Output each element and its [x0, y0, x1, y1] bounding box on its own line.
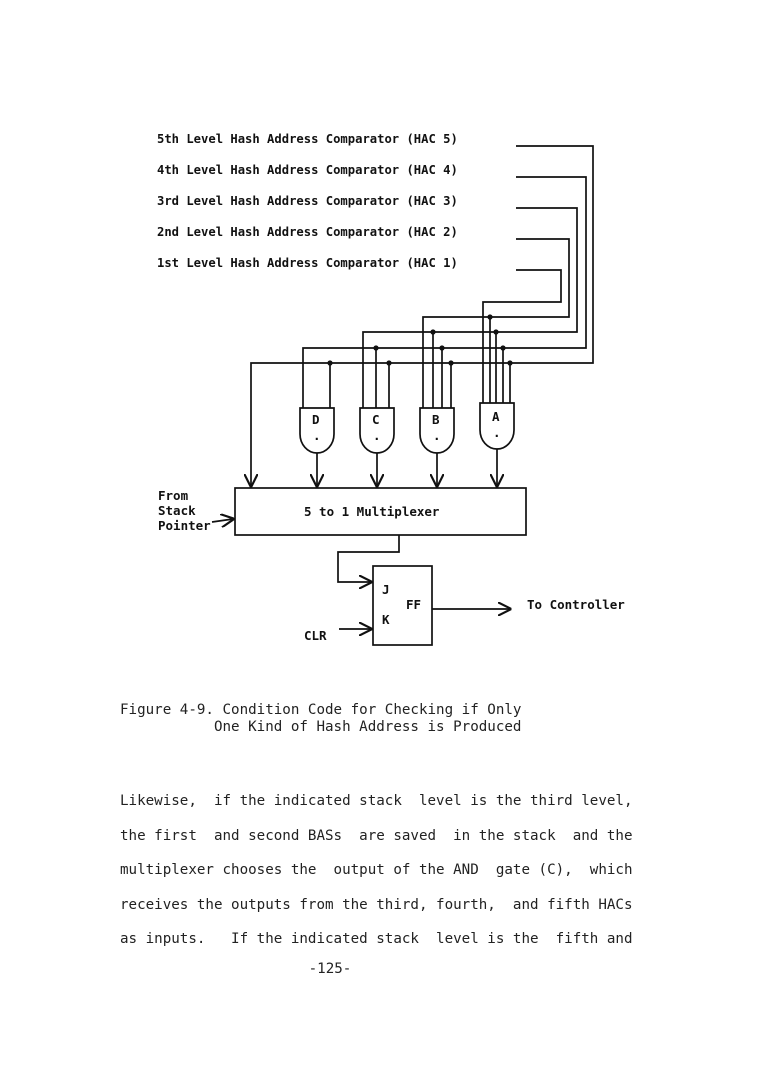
hac1-label: 1st Level Hash Address Comparator (HAC 1…	[157, 256, 458, 270]
body-line: the first and second BASs are saved in t…	[120, 827, 633, 844]
page-number: -125-	[308, 961, 352, 977]
stack-pointer-label-line2: Stack	[158, 503, 196, 518]
junction-dot	[327, 360, 333, 366]
stack-pointer-label-line3: Pointer	[158, 518, 211, 533]
flipflop-box	[372, 565, 433, 646]
body-line: receives the outputs from the third, fou…	[120, 896, 633, 913]
flipflop-label: FF	[406, 597, 421, 612]
junction-dot	[487, 314, 493, 320]
body-line: multiplexer chooses the output of the AN…	[120, 862, 633, 878]
body-line: as inputs. If the indicated stack level …	[120, 931, 633, 947]
caption-line1: Figure 4-9. Condition Code for Checking …	[120, 702, 522, 718]
caption-line2: One Kind of Hash Address is Produced	[120, 719, 522, 735]
gate-b-label: B	[432, 412, 440, 427]
junction-dot	[373, 345, 379, 351]
gate-d-dot: .	[313, 428, 321, 443]
stack-pointer-label-line1: From	[158, 488, 189, 503]
hac3-label: 3rd Level Hash Address Comparator (HAC 3…	[157, 194, 458, 208]
hac5-label: 5th Level Hash Address Comparator (HAC 5…	[157, 132, 458, 146]
junction-dot	[493, 329, 499, 335]
and-gate-d: D .	[299, 407, 335, 486]
stack-pointer-arrow	[211, 519, 233, 522]
body-line: Likewise, if the indicated stack level i…	[120, 793, 633, 809]
junction-dot	[507, 360, 513, 366]
junction-dot	[448, 360, 454, 366]
multiplexer-box	[234, 487, 527, 536]
hac1-wire	[482, 269, 562, 403]
hac5-wire	[251, 145, 594, 486]
circuit-diagram: 5th Level Hash Address Comparator (HAC 5…	[157, 132, 625, 646]
junction-dot	[439, 345, 445, 351]
junction-dot	[430, 329, 436, 335]
gate-c-dot: .	[373, 428, 381, 443]
and-gate-c: C .	[359, 407, 395, 486]
multiplexer-label: 5 to 1 Multiplexer	[304, 504, 440, 519]
hac2-label: 2nd Level Hash Address Comparator (HAC 2…	[157, 225, 458, 239]
figure-caption: Figure 4-9. Condition Code for Checking …	[120, 702, 521, 736]
junction-dot	[386, 360, 392, 366]
gate-a-dot: .	[493, 425, 501, 440]
flipflop-k-label: K	[382, 612, 390, 627]
hac4-label: 4th Level Hash Address Comparator (HAC 4…	[157, 163, 458, 177]
gate-b-dot: .	[433, 428, 441, 443]
junction-dot	[500, 345, 506, 351]
hac2-wire	[422, 238, 570, 408]
clr-label: CLR	[304, 628, 327, 643]
hac4-wire	[302, 176, 587, 408]
gate-c-label: C	[372, 412, 380, 427]
mux-output-wire	[337, 535, 400, 582]
body-paragraph: Likewise, if the indicated stack level i…	[120, 784, 680, 957]
controller-label: To Controller	[527, 597, 625, 612]
hac3-wire	[362, 207, 578, 408]
flipflop-j-label: J	[382, 582, 390, 597]
gate-d-label: D	[312, 412, 320, 427]
and-gate-b: B .	[419, 407, 455, 486]
gate-a-label: A	[492, 409, 500, 424]
and-gate-a: A .	[479, 402, 515, 486]
